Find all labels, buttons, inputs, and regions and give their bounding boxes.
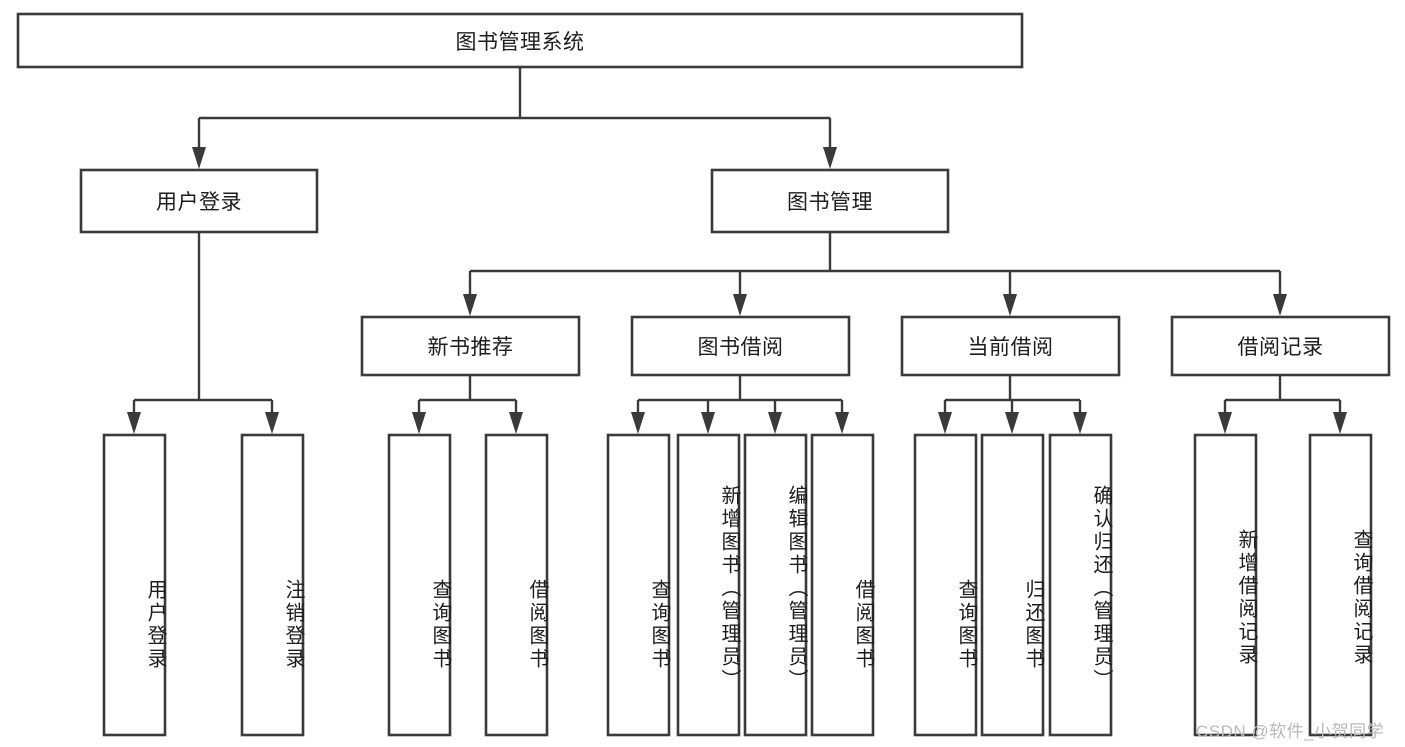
node-box-book-management[interactable] <box>710 168 950 234</box>
node-box-user-login[interactable] <box>79 168 319 234</box>
leaf-box-2[interactable] <box>387 433 452 737</box>
leaf-box-10[interactable] <box>1048 433 1113 737</box>
connector-root-to-level2 <box>192 67 837 169</box>
leaf-box-7[interactable] <box>810 433 875 737</box>
connector-book-mgmt-to-level3 <box>463 232 1287 316</box>
node-box-current-borrow[interactable] <box>900 315 1121 377</box>
connector-new-book-to-leaves <box>412 375 523 434</box>
leaf-box-6[interactable] <box>743 433 808 737</box>
leaf-box-12[interactable] <box>1308 433 1373 737</box>
connector-current-borrow-to-leaves <box>938 375 1087 434</box>
node-box-root[interactable] <box>16 12 1024 69</box>
node-box-new-book-recommend[interactable] <box>360 315 581 377</box>
leaf-box-3[interactable] <box>484 433 549 737</box>
leaf-box-9[interactable] <box>980 433 1045 737</box>
csdn-watermark: CSDN @软件_小贺同学 <box>1196 722 1385 741</box>
leaf-box-1[interactable] <box>240 433 305 737</box>
connector-borrow-record-to-leaves <box>1218 375 1347 434</box>
connector-borrow-to-leaves <box>631 375 849 434</box>
node-box-borrow-record[interactable] <box>1170 315 1391 377</box>
leaf-box-4[interactable] <box>606 433 671 737</box>
leaf-box-8[interactable] <box>913 433 978 737</box>
node-box-book-borrow[interactable] <box>630 315 851 377</box>
leaf-box-5[interactable] <box>676 433 741 737</box>
connector-user-login-to-leaves <box>127 232 279 434</box>
leaf-box-11[interactable] <box>1193 433 1258 737</box>
leaf-box-0[interactable] <box>102 433 167 737</box>
